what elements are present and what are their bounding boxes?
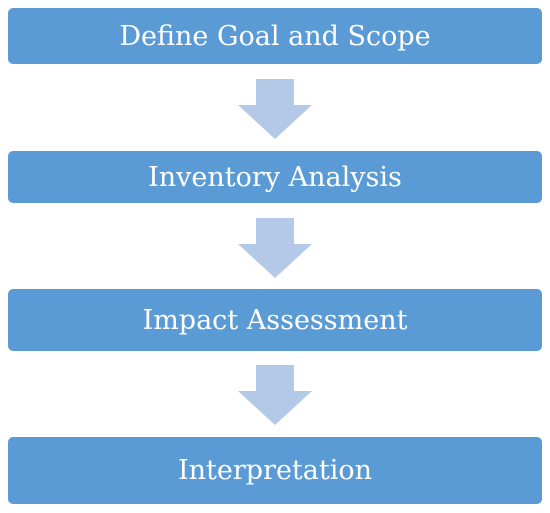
step-label: Define Goal and Scope [119, 20, 431, 52]
step-label: Inventory Analysis [148, 161, 402, 193]
step-label: Impact Assessment [142, 304, 408, 336]
down-arrow-icon [238, 218, 312, 278]
down-arrow-icon [238, 79, 312, 139]
step-define-goal-and-scope: Define Goal and Scope [8, 8, 542, 64]
step-label: Interpretation [177, 455, 373, 486]
step-interpretation: Interpretation [8, 437, 542, 504]
step-impact-assessment: Impact Assessment [8, 289, 542, 351]
down-arrow-icon [238, 365, 312, 425]
step-inventory-analysis: Inventory Analysis [8, 151, 542, 203]
